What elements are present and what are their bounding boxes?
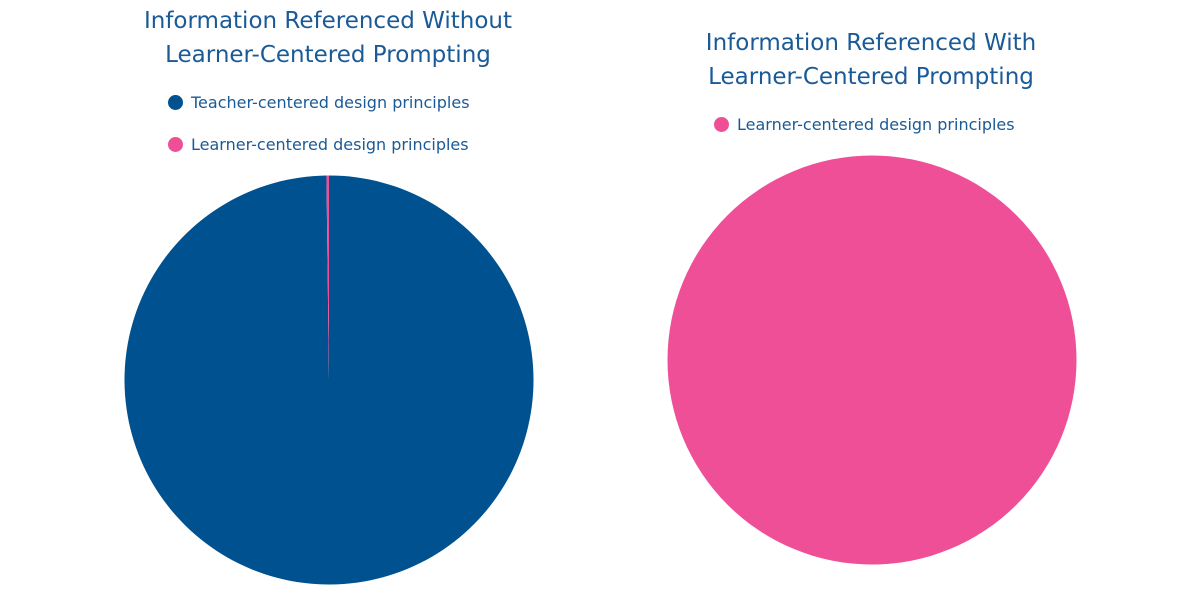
legend-item-learner-centered: Learner-centered design principles <box>714 110 1015 138</box>
chart-without-prompting: Information Referenced Without Learner-C… <box>0 4 656 585</box>
legend-item-learner-centered: Learner-centered design principles <box>168 130 470 158</box>
legend-label-teacher-centered: Teacher-centered design principles <box>191 92 470 112</box>
chart-title-line-1: Information Referenced Without <box>143 8 513 34</box>
chart-with-prompting: Information Referenced With Learner-Cent… <box>660 0 1200 600</box>
pie-slice-learner-centered-design-principles <box>326 175 329 380</box>
chart-title-line-1: Information Referenced With <box>705 30 1037 56</box>
legend-label-learner-centered: Learner-centered design principles <box>191 134 469 154</box>
legend-marker-learner-centered <box>714 116 729 132</box>
chart-legend: Learner-centered design principles <box>714 110 1015 152</box>
chart-title-line-2: Learner-Centered Prompting <box>708 64 1034 90</box>
legend-marker-teacher-centered <box>168 94 183 110</box>
chart-title: Information Referenced Without Learner-C… <box>0 4 656 72</box>
pie-chart-with-prompting <box>667 155 1077 565</box>
chart-title-line-2: Learner-Centered Prompting <box>165 42 491 68</box>
pie-slice-learner-centered-design-principles <box>667 155 1077 565</box>
chart-legend: Teacher-centered design principles Learn… <box>168 88 470 172</box>
chart-title: Information Referenced With Learner-Cent… <box>660 26 1082 94</box>
legend-marker-learner-centered <box>168 136 183 152</box>
legend-item-teacher-centered: Teacher-centered design principles <box>168 88 470 116</box>
legend-label-learner-centered: Learner-centered design principles <box>737 114 1015 134</box>
pie-chart-without-prompting <box>124 175 534 585</box>
